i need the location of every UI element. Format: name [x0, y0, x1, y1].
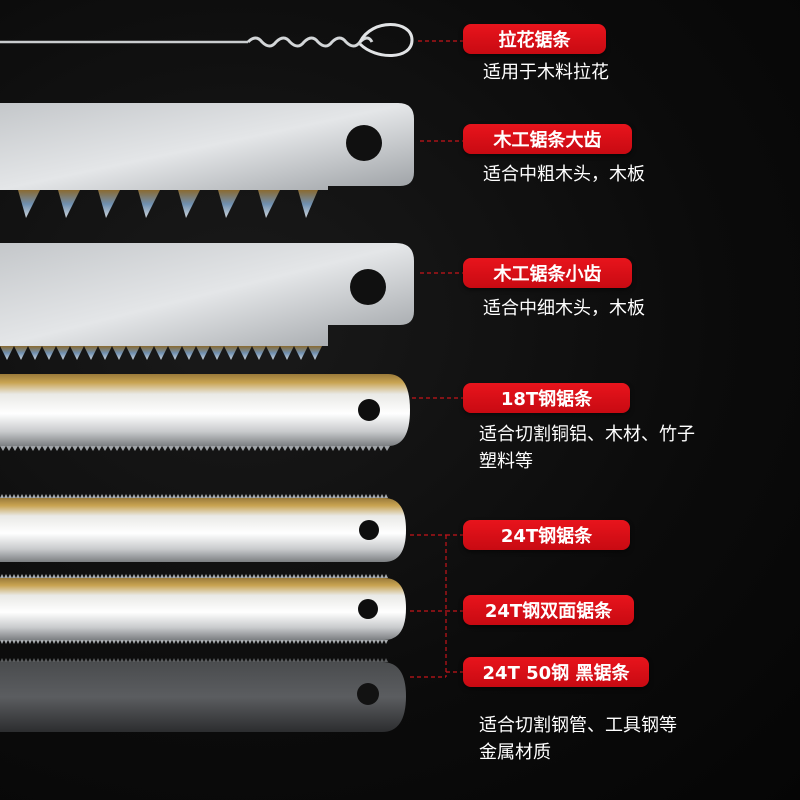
desc-24t-black: 适合切割钢管、工具钢等 金属材质	[479, 715, 677, 763]
wood-saw-blade-coarse	[0, 103, 414, 218]
label-badge-scroll-saw: 拉花锯条	[463, 24, 606, 54]
label-badge-24t-double: 24T钢双面锯条	[463, 595, 634, 625]
label-badge-wood-coarse: 木工锯条大齿	[463, 124, 632, 154]
desc-wood-coarse: 适合中粗木头，木板	[483, 164, 645, 185]
hacksaw-blade-24t	[0, 494, 406, 562]
label-badge-18t: 18T钢锯条	[463, 383, 630, 413]
wood-saw-blade-fine	[0, 243, 414, 360]
desc-18t: 适合切割铜铝、木材、竹子 塑料等	[479, 424, 695, 472]
hacksaw-blade-18t	[0, 374, 410, 451]
desc-wood-fine: 适合中细木头，木板	[483, 298, 645, 319]
scroll-saw-blade	[0, 23, 414, 57]
label-badge-wood-fine: 木工锯条小齿	[463, 258, 632, 288]
hacksaw-blade-24t-black	[0, 658, 406, 732]
label-badge-24t: 24T钢锯条	[463, 520, 630, 550]
hacksaw-blade-24t-double	[0, 574, 406, 644]
label-badge-24t-black: 24T 50钢 黑锯条	[463, 657, 649, 687]
desc-scroll-saw: 适用于木料拉花	[483, 62, 609, 83]
leader-lines	[410, 40, 463, 678]
